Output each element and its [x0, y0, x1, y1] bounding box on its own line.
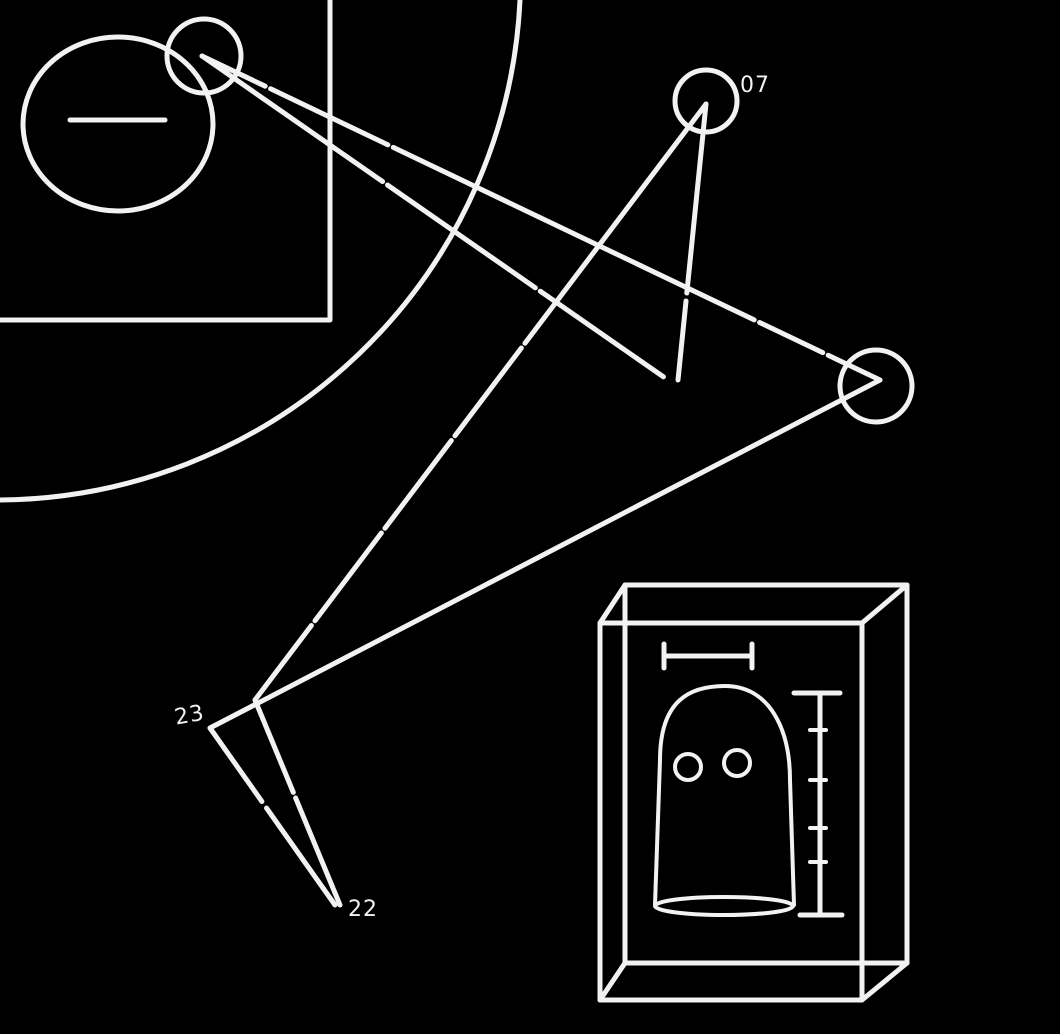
minus-circle-icon [20, 34, 216, 214]
width-measure-icon [661, 641, 755, 671]
line-topleft-to-right [199, 53, 883, 383]
node-label-23: 23 [173, 701, 207, 731]
node-topleft [164, 16, 244, 96]
node-label-22: 22 [348, 897, 378, 922]
ghost-icon [653, 684, 796, 917]
large-arc [0, 0, 523, 503]
line-23b-to-22 [252, 697, 343, 908]
ghost-box-icon [597, 582, 910, 1003]
node-07 [672, 67, 740, 135]
node-right [837, 347, 915, 425]
line-07-to-mid [675, 101, 709, 383]
line-right-to-23 [207, 377, 883, 731]
line-07-to-23 [252, 101, 709, 703]
connection-lines [199, 53, 883, 908]
line-topleft-to-mid [199, 53, 671, 383]
line-23-to-22 [207, 725, 338, 908]
height-ruler-icon [791, 690, 845, 918]
node-label-07: 07 [740, 73, 770, 98]
frame-rectangle [0, 0, 333, 323]
